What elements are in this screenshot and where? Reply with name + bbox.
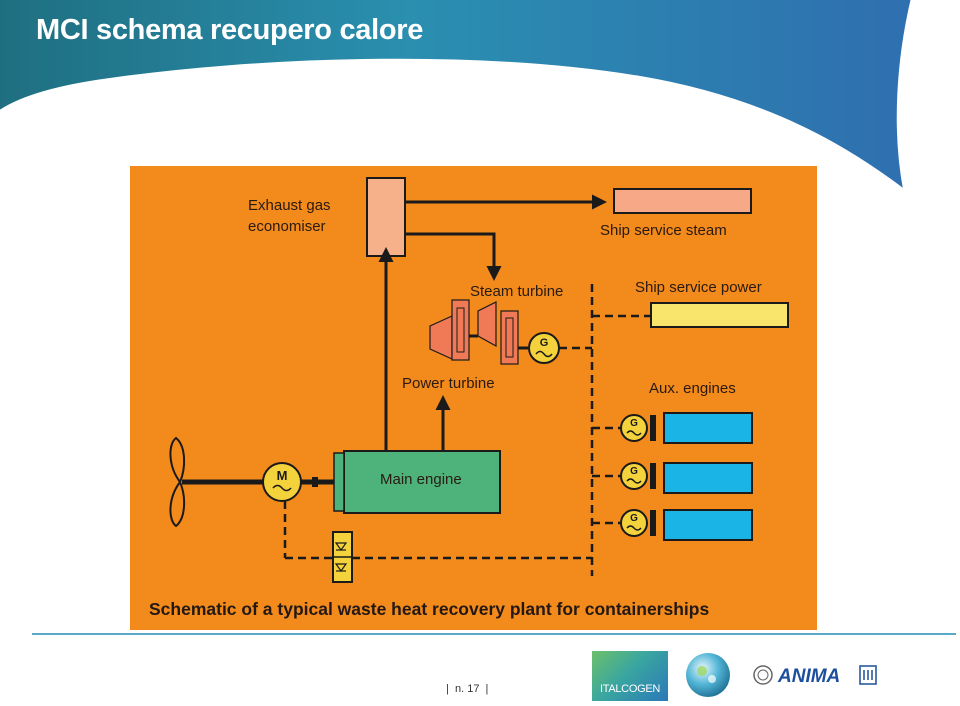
aux-engines-label: Aux. engines bbox=[649, 380, 736, 397]
waste-heat-recovery-diagram: Exhaust gas economiser Ship service stea… bbox=[130, 166, 817, 630]
economiser-label: economiser bbox=[248, 218, 326, 235]
anima-logo: ANIMA bbox=[778, 666, 841, 687]
shaft-motor: M bbox=[262, 462, 302, 502]
turbine-generator: G bbox=[528, 332, 560, 364]
anima-emblem-icon bbox=[859, 665, 877, 685]
ship-service-power-box bbox=[650, 302, 789, 328]
engine-flywheel bbox=[333, 452, 345, 512]
diagram-background bbox=[130, 166, 817, 630]
frequency-converter-icon bbox=[332, 531, 353, 583]
power-turbine-casing bbox=[451, 299, 470, 361]
steam-to-turbine-arrow bbox=[405, 232, 502, 281]
steam-turbine-shape bbox=[477, 301, 497, 348]
propeller-icon bbox=[169, 436, 186, 528]
slide-title: MCI schema recupero calore bbox=[36, 14, 424, 46]
aux-engine-2: G bbox=[592, 462, 753, 494]
diagram-caption: Schematic of a typical waste heat recove… bbox=[149, 599, 709, 619]
footer-rule bbox=[32, 633, 956, 635]
motor-symbol: M bbox=[277, 468, 288, 483]
ship-service-power-label: Ship service power bbox=[635, 279, 762, 296]
exhaust-gas-label: Exhaust gas bbox=[248, 197, 331, 214]
generator-symbol: G bbox=[540, 337, 549, 349]
main-engine-label: Main engine bbox=[380, 471, 462, 488]
turbine-assembly bbox=[429, 299, 528, 365]
italcogen-logo: ITALCOGEN bbox=[592, 651, 668, 701]
main-engine-box bbox=[343, 450, 501, 514]
page-number: | n. 17 | bbox=[446, 683, 489, 695]
header-banner bbox=[0, 0, 914, 194]
exhaust-gas-economiser-box bbox=[366, 177, 406, 257]
svg-text:G: G bbox=[630, 513, 638, 524]
italcogen-logo-text: ITALCOGEN bbox=[599, 683, 661, 695]
steam-turbine-label: Steam turbine bbox=[470, 283, 563, 300]
sphere-logo-icon bbox=[686, 653, 730, 697]
aux-engine-3: G bbox=[592, 509, 753, 541]
ship-service-steam-box bbox=[613, 188, 752, 214]
ship-service-steam-label: Ship service steam bbox=[600, 222, 727, 239]
steam-turbine-casing bbox=[500, 310, 519, 365]
power-turbine-label: Power turbine bbox=[402, 375, 495, 392]
svg-text:G: G bbox=[630, 466, 638, 477]
aux-engine-1: G bbox=[592, 412, 753, 444]
svg-text:G: G bbox=[630, 418, 638, 429]
anima-seal-icon bbox=[753, 665, 773, 685]
